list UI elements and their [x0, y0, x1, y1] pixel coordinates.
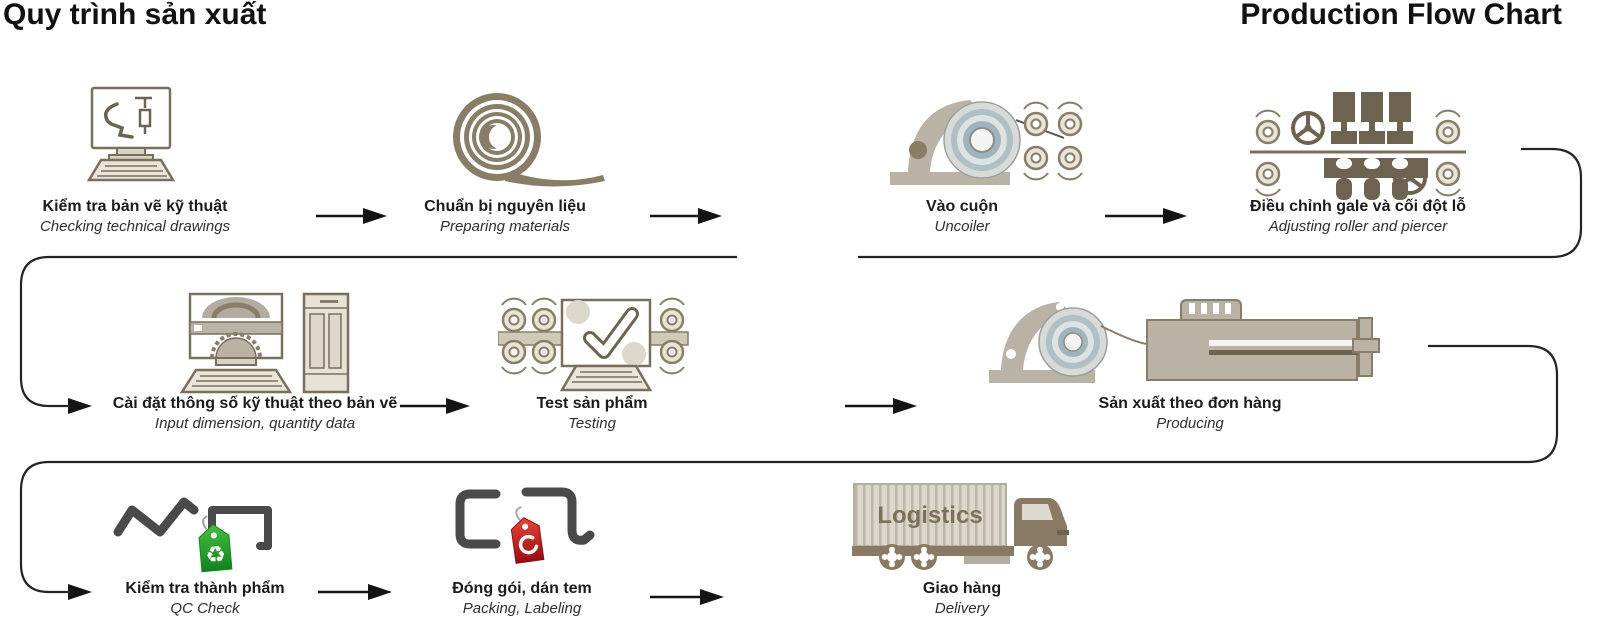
- page-title-english: Production Flow Chart: [1240, 0, 1562, 31]
- step-label-en: Testing: [568, 415, 616, 432]
- step-label-en: Producing: [1156, 415, 1224, 432]
- logistics-truck-icon: Logistics: [852, 483, 1069, 570]
- step-adjust-roller: Điều chỉnh gale và cối đột lỗ Adjusting …: [1218, 197, 1498, 236]
- step-label-en: Packing, Labeling: [462, 600, 582, 617]
- recycle-icon: ♻: [204, 541, 227, 569]
- flow-arrows: [316, 214, 1163, 599]
- step-label-vi: Chuẩn bị nguyên liệu: [424, 198, 586, 215]
- step-producing: Sản xuất theo đơn hàng Producing: [1040, 394, 1340, 433]
- step-label-en: Checking technical drawings: [39, 218, 231, 235]
- packing-tag-icon: [455, 487, 595, 564]
- step-label-en: QC Check: [170, 600, 240, 617]
- step-label-en: Uncoiler: [934, 218, 990, 235]
- step-label-vi: Kiểm tra thành phẩm: [125, 580, 285, 597]
- step-uncoiler: Vào cuộn Uncoiler: [862, 197, 1062, 236]
- page-title-vietnamese: Quy trình sản xuất: [3, 0, 267, 31]
- computer-settings-icon: [179, 292, 350, 394]
- wrap-connectors: [19, 147, 1583, 594]
- testing-icon: [498, 297, 689, 392]
- step-label-en: Input dimension, quantity data: [154, 415, 356, 432]
- computer-drawing-icon: [86, 86, 176, 182]
- step-packing: Đóng gói, dán tem Packing, Labeling: [402, 579, 642, 618]
- step-qc-check: Kiểm tra thành phẩm QC Check: [85, 579, 325, 618]
- step-prepare-materials: Chuẩn bị nguyên liệu Preparing materials: [395, 197, 615, 236]
- producing-machine-icon: [989, 299, 1380, 383]
- roller-piercer-icon: [1250, 92, 1466, 200]
- step-testing: Test sản phẩm Testing: [482, 394, 702, 433]
- truck-logistics-text: Logistics: [877, 502, 982, 529]
- qc-check-icon: ♻: [113, 497, 272, 573]
- uncoiler-icon: [890, 100, 1084, 185]
- step-label-vi: Vào cuộn: [925, 198, 998, 215]
- step-label-en: Preparing materials: [439, 218, 571, 235]
- step-delivery: Giao hàng Delivery: [862, 579, 1062, 618]
- step-label-vi: Đóng gói, dán tem: [452, 580, 592, 597]
- step-check-drawings: Kiểm tra bản vẽ kỹ thuật Checking techni…: [25, 197, 245, 236]
- step-label-en: Delivery: [934, 600, 990, 617]
- step-label-vi: Điều chỉnh gale và cối đột lỗ: [1249, 198, 1467, 215]
- step-label-vi: Test sản phẩm: [536, 395, 648, 412]
- step-label-en: Adjusting roller and piercer: [1268, 218, 1448, 235]
- steel-coil-icon: [453, 93, 605, 187]
- step-label-vi: Giao hàng: [922, 580, 1002, 597]
- step-label-vi: Cài đặt thông số kỹ thuật theo bản vẽ: [112, 395, 398, 412]
- step-label-vi: Sản xuất theo đơn hàng: [1098, 395, 1282, 412]
- step-input-dimensions: Cài đặt thông số kỹ thuật theo bản vẽ In…: [85, 394, 425, 433]
- step-label-vi: Kiểm tra bản vẽ kỹ thuật: [42, 198, 228, 215]
